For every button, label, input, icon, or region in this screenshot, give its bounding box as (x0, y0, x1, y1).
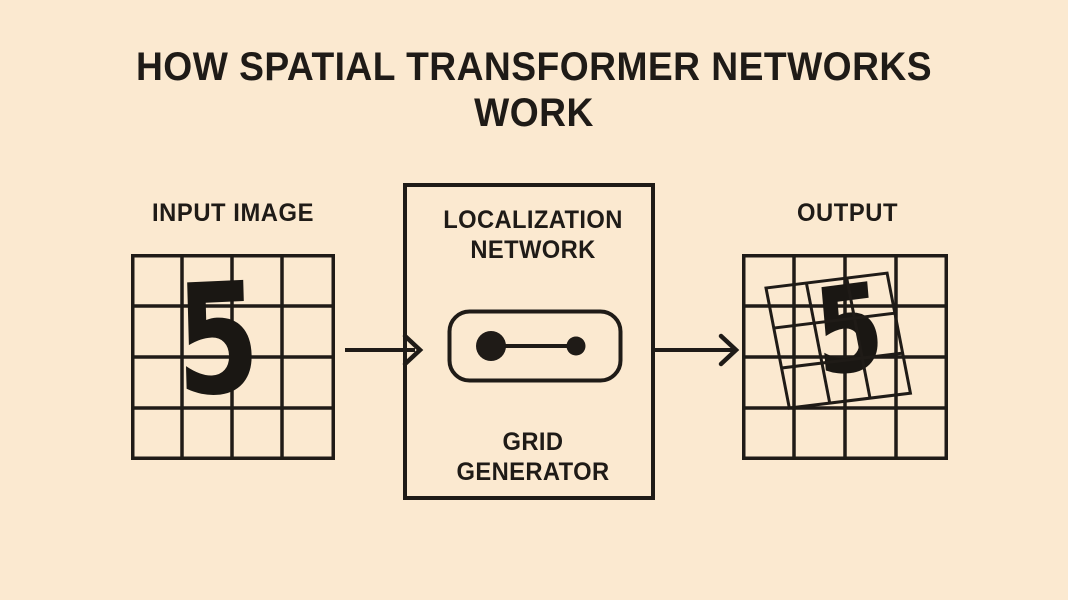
pill-outline (447, 309, 623, 383)
stn-module-box: LOCALIZATION NETWORK GRID GENERATOR (403, 183, 655, 500)
sampling-grid-overlay (764, 271, 913, 410)
page-title: HOW SPATIAL TRANSFORMER NETWORKS WORK (37, 44, 1030, 136)
node-small-dot (566, 336, 586, 356)
output-image-grid: 5 (742, 254, 948, 460)
localization-network-label: LOCALIZATION NETWORK (413, 205, 652, 265)
input-image-grid: 5 (131, 250, 335, 460)
localization-network-label-line-1: LOCALIZATION (443, 206, 623, 234)
grid-generator-label: GRID GENERATOR (413, 427, 652, 487)
arrow-right-icon (655, 333, 740, 367)
node-link-pill (447, 309, 623, 383)
node-link-icon (447, 309, 623, 383)
input-digit-glyph: 5 (173, 250, 262, 432)
grid-generator-label-line-1: GRID (502, 428, 564, 456)
page-title-line-1: HOW SPATIAL TRANSFORMER NETWORKS (135, 45, 933, 89)
output-caption: OUTPUT (796, 199, 899, 227)
page-title-line-2: WORK (474, 91, 594, 135)
localization-network-label-line-2: NETWORK (470, 236, 596, 264)
grid-generator-label-line-2: GENERATOR (456, 458, 610, 486)
arrow-module-to-output (655, 330, 745, 375)
node-large-dot (476, 331, 506, 361)
input-grid-lines (131, 254, 335, 460)
output-grid-lines (742, 254, 948, 460)
input-image-caption: INPUT IMAGE (152, 199, 314, 227)
